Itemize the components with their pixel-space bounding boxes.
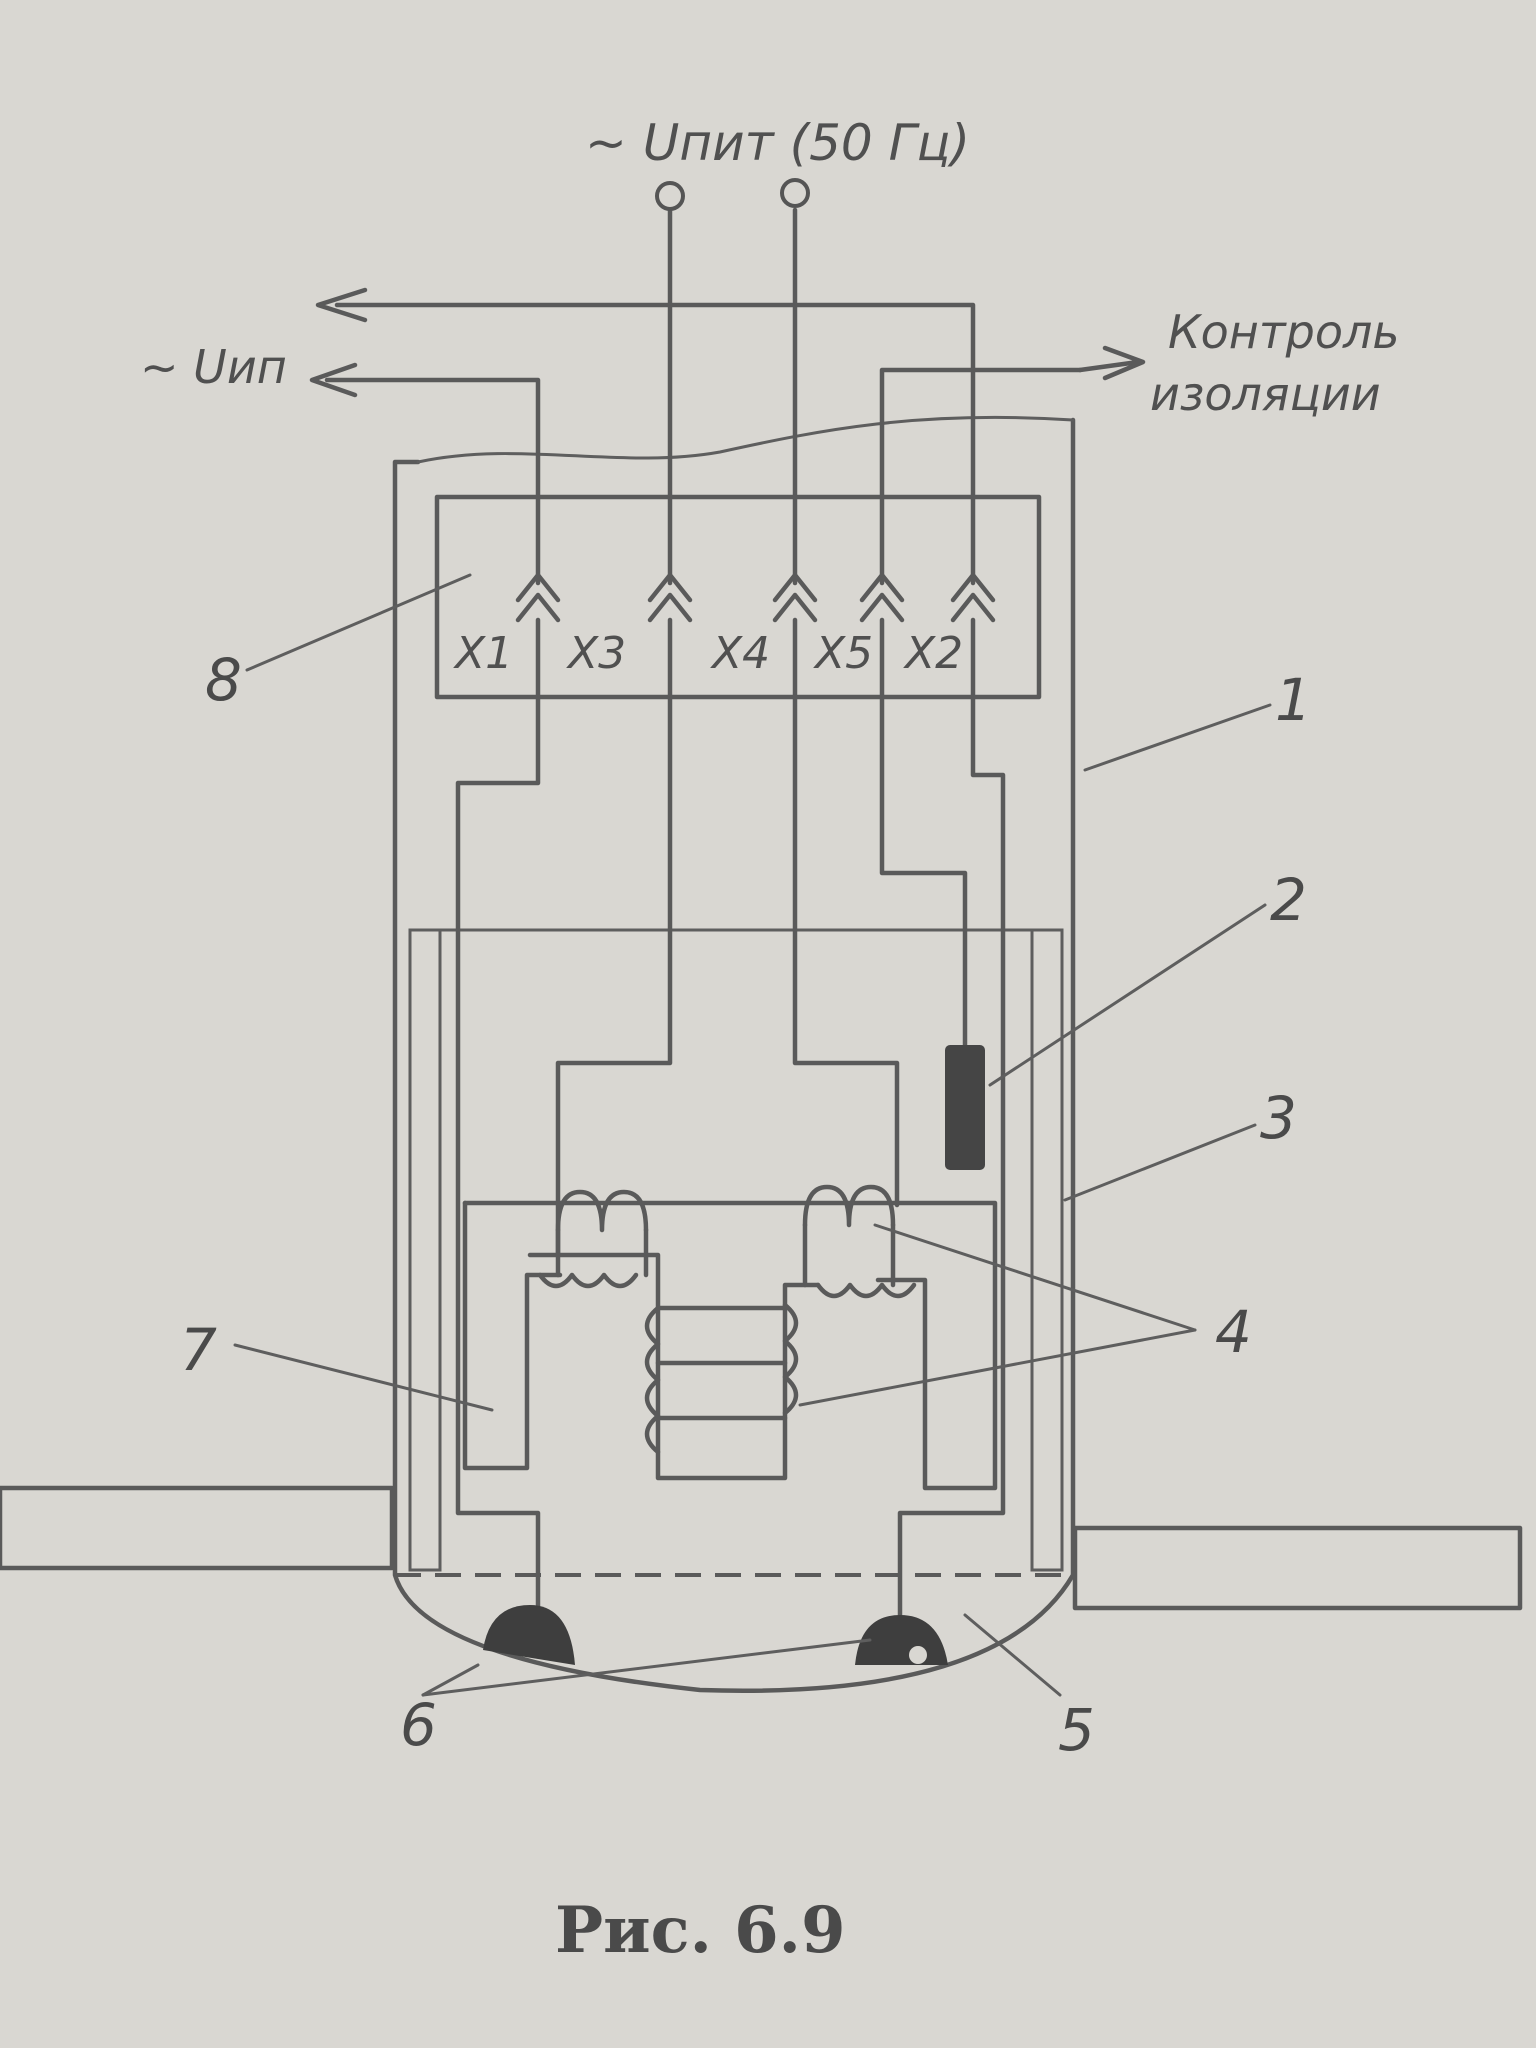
figure-caption: Рис. 6.9 <box>555 1893 845 1968</box>
shield-sleeve <box>408 928 1064 1572</box>
mounting-plate <box>0 1485 1523 1611</box>
callout-numbers: 1 2 3 4 5 6 7 8 <box>180 646 1312 1764</box>
callout-2: 2 <box>1270 866 1307 934</box>
supply-voltage-label: ~ Uпит (50 Гц) <box>585 114 970 172</box>
supply-terminals <box>655 178 810 211</box>
terminal-right <box>780 178 810 208</box>
callout-7: 7 <box>180 1316 217 1384</box>
connector-block <box>434 494 1042 700</box>
connector-x4: X4 <box>710 628 770 679</box>
callout-3: 3 <box>1260 1084 1297 1152</box>
housing <box>392 415 1076 1693</box>
terminal-left <box>655 181 685 211</box>
connector-pins <box>515 572 996 700</box>
leader-lines <box>233 573 1272 1697</box>
callout-8: 8 <box>205 646 242 714</box>
sensing-element <box>945 1045 985 1170</box>
labels: ~ Uпит (50 Гц) ~ Uип Контроль изоляции <box>140 114 1400 421</box>
insulation-control-label-2: изоляции <box>1150 367 1381 421</box>
coil-windings <box>537 1184 917 1455</box>
connector-labels: X1 X3 X4 X5 X2 <box>453 628 963 679</box>
wiring <box>324 207 1083 1636</box>
callout-6: 6 <box>400 1691 437 1759</box>
connector-x1: X1 <box>453 628 513 679</box>
connector-x2: X2 <box>903 628 963 679</box>
connector-x5: X5 <box>813 628 873 679</box>
callout-5: 5 <box>1058 1696 1095 1764</box>
connector-x3: X3 <box>566 628 626 679</box>
insulation-control-label-1: Контроль <box>1168 305 1400 359</box>
measure-voltage-label: ~ Uип <box>140 340 287 394</box>
arrows <box>309 287 1146 398</box>
electrodes <box>483 1605 948 1665</box>
callout-1: 1 <box>1275 666 1312 734</box>
callout-4: 4 <box>1215 1298 1252 1366</box>
